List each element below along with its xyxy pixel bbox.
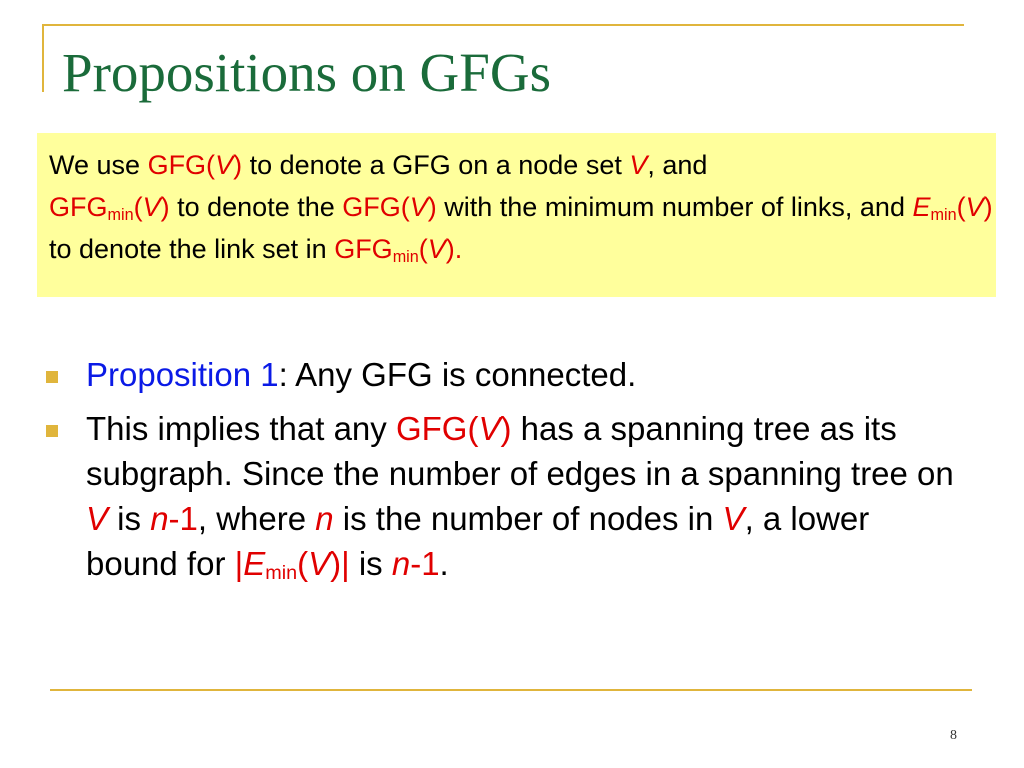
math-var: V <box>629 150 648 180</box>
math-subscript: min <box>107 206 134 224</box>
left-decor-line <box>42 24 44 92</box>
math-var: V <box>427 234 446 264</box>
text-run: : Any GFG is connected. <box>278 356 637 393</box>
math-var: n <box>150 500 169 537</box>
math-var: V <box>965 192 984 222</box>
text-run: to denote the link set in <box>49 234 335 264</box>
text-run: has a spanning tree as its subgraph. Sin… <box>86 410 954 492</box>
math-term: ( <box>297 545 309 582</box>
math-term: ( <box>133 192 143 222</box>
math-term: )| <box>330 545 350 582</box>
proposition-label: Proposition 1 <box>86 356 279 393</box>
bullet-item: Proposition 1: Any GFG is connected. <box>46 352 966 397</box>
math-var: n <box>391 545 411 582</box>
text-run: This implies that any <box>86 410 396 447</box>
math-var: V <box>478 410 501 447</box>
math-term: | <box>234 545 244 582</box>
math-var: V <box>409 192 428 222</box>
math-var: V <box>215 150 234 180</box>
text-run: with the minimum number of links, and <box>436 192 913 222</box>
text-run: . <box>439 545 449 582</box>
text-run: We use <box>49 150 148 180</box>
math-term: ) <box>427 192 437 222</box>
text-run: , a lower bound for <box>86 500 870 582</box>
text-run: is the number of nodes in <box>333 500 723 537</box>
math-term: ( <box>418 234 428 264</box>
text-run: is <box>349 545 392 582</box>
math-subscript: min <box>930 206 957 224</box>
math-term: GFG( <box>342 192 410 222</box>
math-var: V <box>308 545 331 582</box>
definition-box: We use GFG(V) to denote a GFG on a node … <box>37 133 996 297</box>
math-subscript: min <box>392 248 419 266</box>
math-term: GFG( <box>395 410 479 447</box>
math-term: ) <box>160 192 170 222</box>
square-bullet-icon <box>46 371 58 383</box>
math-var: n <box>315 500 334 537</box>
math-var: E <box>912 192 931 222</box>
text-run: is <box>108 500 151 537</box>
math-term: ). <box>445 234 463 264</box>
bullet-list: Proposition 1: Any GFG is connected. Thi… <box>46 352 966 595</box>
math-term: ) <box>983 192 993 222</box>
math-var: V <box>722 500 745 537</box>
math-var: E <box>243 545 266 582</box>
text-run: , and <box>647 150 708 180</box>
math-term: ( <box>956 192 966 222</box>
text-run: to denote a GFG on a node set <box>242 150 630 180</box>
bullet-item: This implies that any GFG(V) has a spann… <box>46 406 966 586</box>
math-var: V <box>86 500 109 537</box>
math-term: -1 <box>168 500 198 537</box>
math-term: -1 <box>410 545 440 582</box>
math-subscript: min <box>265 562 298 584</box>
square-bullet-icon <box>46 425 58 437</box>
text-run: to denote the <box>169 192 343 222</box>
slide-title: Propositions on GFGs <box>62 42 551 103</box>
math-term: GFG <box>334 234 393 264</box>
page-number: 8 <box>950 728 957 743</box>
math-var: V <box>142 192 161 222</box>
math-term: ) <box>233 150 243 180</box>
math-term: ) <box>500 410 512 447</box>
math-term: GFG <box>49 192 108 222</box>
math-term: GFG( <box>147 150 216 180</box>
text-run: , where <box>197 500 316 537</box>
definition-text: We use GFG(V) to denote a GFG on a node … <box>49 144 996 270</box>
bottom-decor-line <box>50 689 972 691</box>
top-decor-line <box>42 24 964 26</box>
